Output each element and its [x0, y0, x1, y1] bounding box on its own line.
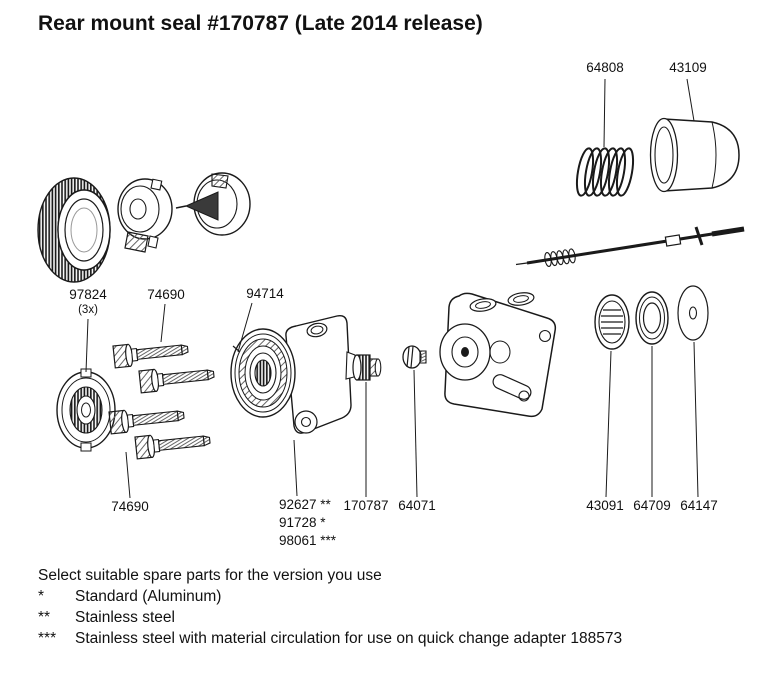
part-spring-seat-43091 — [594, 294, 630, 350]
label-64709: 64709 — [633, 498, 671, 513]
part-seal-64709 — [635, 291, 669, 345]
part-adapter-cap-43109 — [649, 117, 740, 193]
footer-note-text: Stainless steel — [75, 609, 175, 626]
part-seal-assembly-94714 — [230, 328, 296, 418]
part-screws-74690 — [108, 337, 216, 460]
footer-note-symbol: * — [38, 588, 45, 605]
label-97824-qty: (3x) — [78, 304, 98, 316]
label-64808: 64808 — [586, 60, 624, 75]
part-flow-valve — [175, 172, 251, 236]
footer-note-text: Stainless steel with material circulatio… — [75, 630, 623, 647]
label-64147: 64147 — [680, 498, 718, 513]
label-43091: 43091 — [586, 498, 624, 513]
footer-note-symbol: ** — [38, 609, 51, 626]
footer-note-stainless: ** Stainless steel — [38, 607, 728, 628]
part-flange-97824 — [56, 368, 116, 452]
label-98061: 98061 *** — [279, 533, 337, 548]
footer-notes: Select suitable spare parts for the vers… — [38, 565, 728, 649]
label-43109: 43109 — [669, 60, 707, 75]
label-94714: 94714 — [246, 286, 284, 301]
footer-note-standard: * Standard (Aluminum) — [38, 586, 728, 607]
part-labels: 64808 43109 97824 (3x) 74690 94714 74690… — [69, 60, 718, 548]
footer-note-text: Standard (Aluminum) — [75, 588, 222, 605]
label-170787: 170787 — [343, 498, 388, 513]
part-gun-body-front — [285, 314, 356, 434]
label-74690-top: 74690 — [147, 287, 185, 302]
part-air-valve — [117, 178, 173, 253]
footer-note-symbol: *** — [38, 630, 57, 647]
part-spring-64808 — [575, 147, 635, 197]
label-91728: 91728 * — [279, 515, 326, 530]
leader-lines — [85, 78, 699, 499]
label-92627: 92627 ** — [279, 497, 332, 512]
part-gun-body-main — [439, 292, 557, 418]
part-retaining-ring — [37, 177, 111, 283]
part-washer-64147 — [677, 285, 709, 341]
label-74690-bottom: 74690 — [111, 499, 149, 514]
part-screw-64071 — [402, 345, 427, 369]
footer-note-circulation: *** Stainless steel with material circul… — [38, 628, 728, 649]
part-needle — [515, 226, 745, 267]
label-97824: 97824 — [69, 287, 107, 302]
label-64071: 64071 — [398, 498, 436, 513]
footer-intro: Select suitable spare parts for the vers… — [38, 567, 382, 584]
part-rear-seal-170787 — [352, 354, 382, 381]
page-title: Rear mount seal #170787 (Late 2014 relea… — [38, 12, 483, 35]
